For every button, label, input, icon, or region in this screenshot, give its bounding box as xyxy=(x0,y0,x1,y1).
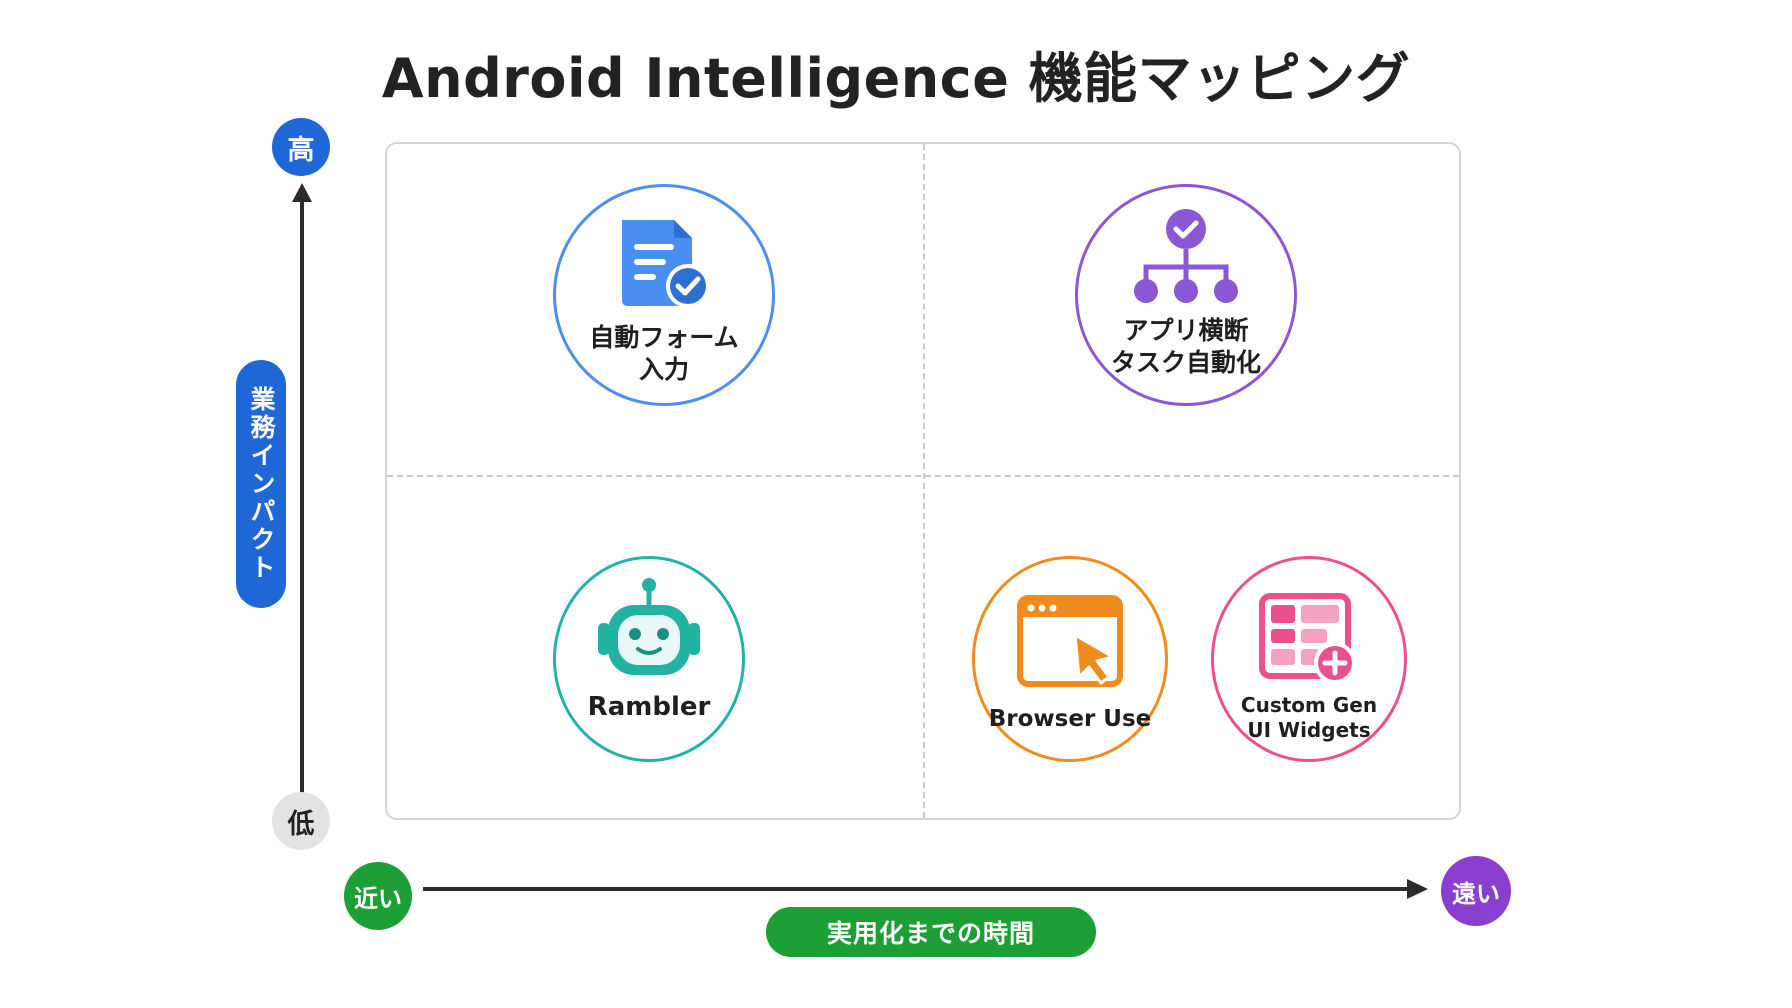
node-auto-form-label: 自動フォーム 入力 xyxy=(589,323,739,384)
node-rambler-label: Rambler xyxy=(587,692,711,722)
y-axis-low-label: 低 xyxy=(287,808,315,840)
y-axis-low-badge: 低 xyxy=(272,792,330,850)
robot-icon xyxy=(598,578,700,675)
y-axis-high-label: 高 xyxy=(287,134,315,166)
x-axis-label: 実用化までの時間 xyxy=(766,907,1096,957)
x-axis-far-label: 遠い xyxy=(1452,879,1500,908)
node-custom-gen-ui-label: Custom Gen UI Widgets xyxy=(1240,693,1378,742)
horizontal-divider xyxy=(387,475,1459,477)
x-axis-near-badge: 近い xyxy=(344,862,412,930)
node-cross-app[interactable]: アプリ横断 タスク自動化 xyxy=(1075,184,1297,406)
node-rambler[interactable]: Rambler xyxy=(553,556,745,762)
y-axis-high-badge: 高 xyxy=(272,118,330,176)
page-title: Android Intelligence 機能マッピング xyxy=(381,47,1411,110)
y-axis-label: 業務インパクト xyxy=(236,360,286,608)
node-custom-gen-ui[interactable]: Custom Gen UI Widgets xyxy=(1211,556,1407,762)
browser-cursor-icon xyxy=(1017,595,1123,687)
vertical-divider xyxy=(923,144,925,818)
node-auto-form[interactable]: 自動フォーム 入力 xyxy=(553,184,775,406)
x-axis-arrowhead xyxy=(1407,879,1428,899)
x-axis-near-label: 近い xyxy=(354,884,402,913)
x-axis-far-badge: 遠い xyxy=(1441,856,1511,926)
node-browser-use-label: Browser Use xyxy=(988,706,1152,732)
y-axis-arrowhead xyxy=(292,183,312,202)
hierarchy-check-icon xyxy=(1134,209,1238,303)
widgets-plus-icon xyxy=(1259,593,1356,684)
document-check-icon xyxy=(622,220,710,308)
node-cross-app-label: アプリ横断 タスク自動化 xyxy=(1110,316,1261,377)
node-browser-use[interactable]: Browser Use xyxy=(972,556,1168,762)
